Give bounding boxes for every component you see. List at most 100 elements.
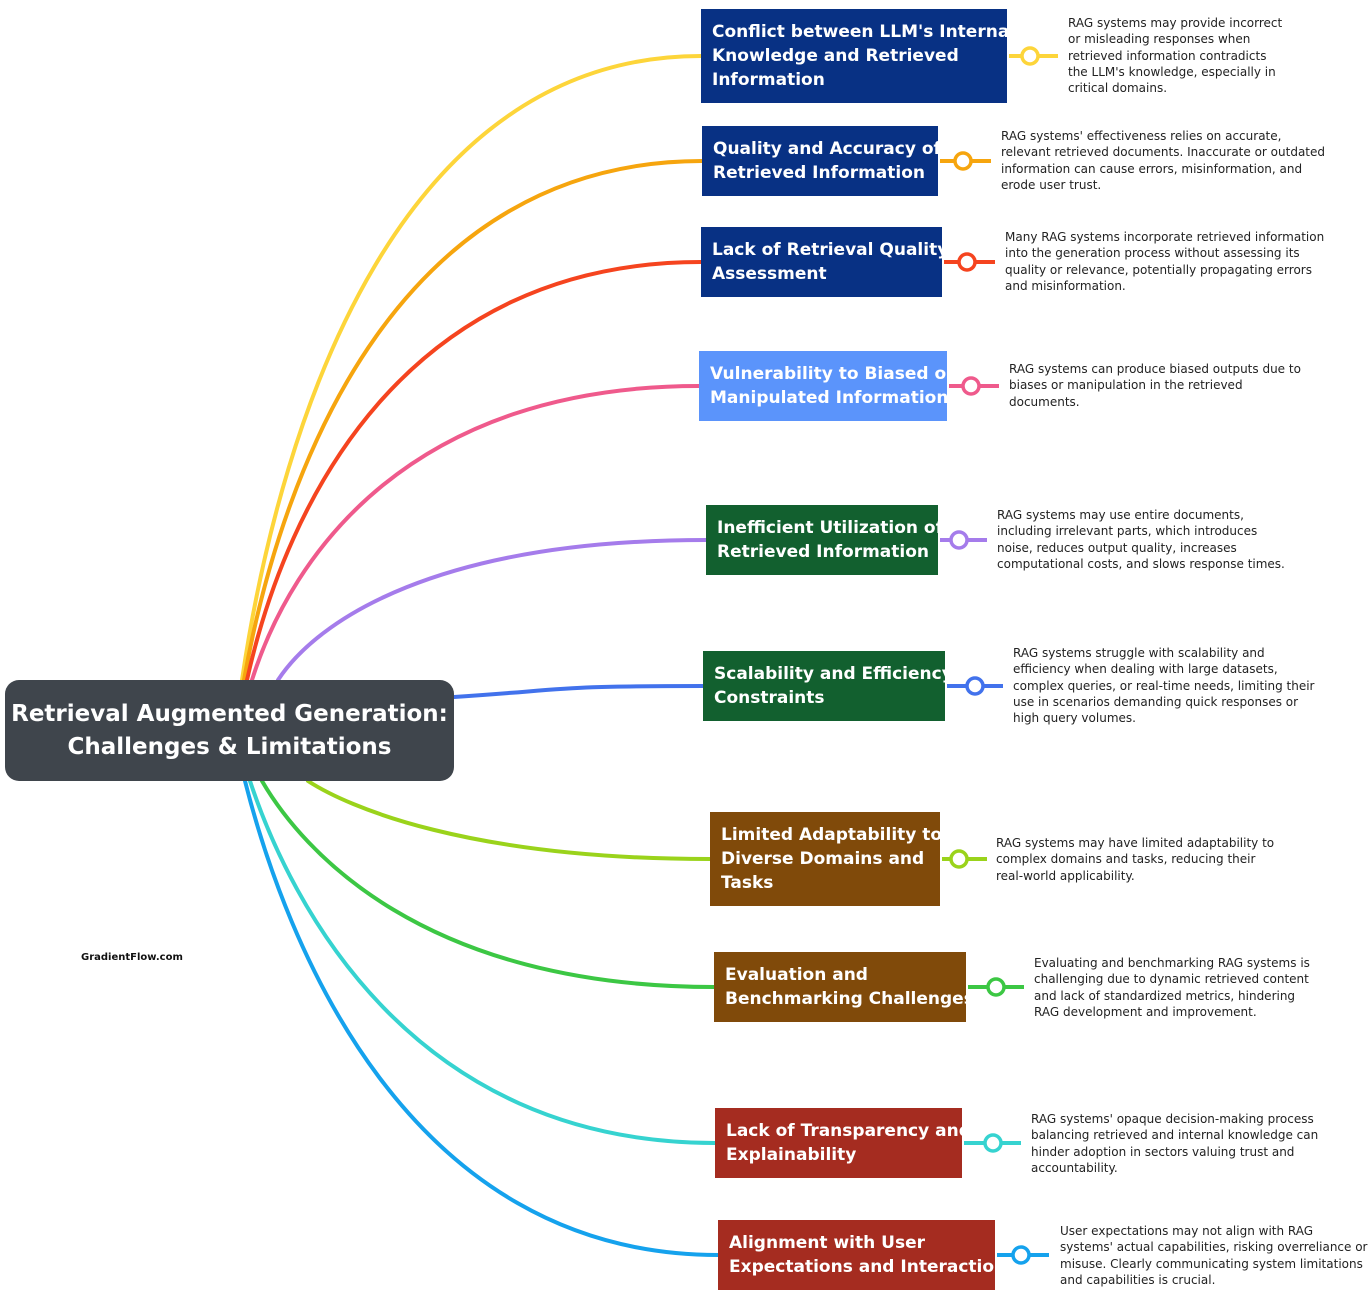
description-line: balancing retrieved and internal knowled… [1031,1128,1319,1143]
description-line: or misleading responses when [1068,32,1251,47]
description-line: Many RAG systems incorporate retrieved i… [1005,230,1325,244]
branch-node-limited-adaptability-to-diverse-domains-[interactable]: Limited Adaptability to Diverse Domains a… [710,812,943,906]
description-line: the LLM's knowledge, especially in [1068,64,1276,79]
connector-line [248,779,717,1145]
description-line: quality or relevance, potentially propag… [1005,262,1312,277]
description-line: RAG systems may use entire documents, [997,508,1244,522]
description-line: information can cause errors, misinforma… [1001,161,1303,176]
root-title-line-1: Retrieval Augmented Generation: [11,700,448,727]
description-line: RAG systems' effectiveness relies on acc… [1001,129,1282,143]
description-line: RAG systems may provide incorrect [1068,16,1283,30]
description-line: use in scenarios demanding quick respons… [1013,694,1299,709]
branch-title-line: Expectations and Interaction [729,1257,1007,1277]
branch-title-line: Alignment with User [729,1233,925,1253]
collapse-toggle-icon[interactable] [953,151,973,171]
description-line: critical domains. [1068,81,1168,96]
description-line: including irrelevant parts, which introd… [997,524,1258,539]
branch-title-line: Retrieved Information [717,542,929,562]
description-line: and lack of standardized metrics, hinder… [1034,988,1296,1003]
branch-title-line: Quality and Accuracy of [713,139,941,159]
description-line: and misinformation. [1005,278,1126,293]
collapse-toggle-icon[interactable] [957,252,977,272]
branch-description: RAG systems may have limited adaptabilit… [996,835,1274,884]
collapse-toggle-icon[interactable] [965,676,985,696]
description-line: erode user trust. [1001,177,1102,192]
description-line: RAG systems struggle with scalability an… [1013,646,1265,660]
branch-title-line: Assessment [712,264,827,284]
branch-title-line: Retrieved Information [713,163,925,183]
branch-title-line: Evaluation and [725,965,868,985]
collapse-toggle-icon[interactable] [1020,46,1040,66]
branch-description: RAG systems' effectiveness relies on acc… [1001,128,1325,193]
description-line: RAG systems can produce biased outputs d… [1009,362,1301,376]
branch-title-line: Manipulated Information [710,388,949,408]
branch-description: RAG systems struggle with scalability an… [1013,645,1315,726]
branch-description: Many RAG systems incorporate retrieved i… [1005,229,1324,294]
branch-title-line: Inefficient Utilization of [717,518,944,538]
branch-description: User expectations may not align with RAG… [1060,1223,1368,1288]
description-line: RAG development and improvement. [1034,1004,1257,1019]
root-node: Retrieval Augmented Generation: Challeng… [5,680,454,781]
description-line: misuse. Clearly communicating system lim… [1060,1256,1363,1271]
collapse-toggle-icon[interactable] [949,849,969,869]
description-line: computational costs, and slows response … [997,556,1285,571]
description-line: complex queries, or real-time needs, lim… [1013,678,1315,693]
description-line: complex domains and tasks, reducing thei… [996,852,1256,867]
connector-line [240,54,703,682]
connector-line [243,779,720,1257]
collapse-toggle-icon[interactable] [1011,1245,1031,1265]
collapse-toggle-icon[interactable] [949,530,969,550]
description-line: biases or manipulation in the retrieved [1009,378,1243,393]
credit-text: GradientFlow.com [81,952,183,963]
branch-title-line: Explainability [726,1145,857,1165]
branch-node-vulnerability-to-biased-or-manipulated-i[interactable]: Vulnerability to Biased or Manipulated In… [699,351,955,421]
description-line: accountability. [1031,1160,1118,1175]
root-title-line-2: Challenges & Limitations [67,733,392,760]
branch-title-line: Lack of Transparency and [726,1121,971,1141]
collapse-toggle-icon[interactable] [983,1133,1003,1153]
description-line: hinder adoption in sectors valuing trust… [1031,1144,1295,1159]
branch-title-line: Knowledge and Retrieved [712,46,959,66]
connector-line [452,684,705,699]
connector-line [260,779,716,989]
branch-title-line: Information [712,70,825,90]
branch-node-quality-and-accuracy-of-retrieved-inform[interactable]: Quality and Accuracy of Retrieved Informa… [702,126,941,196]
collapse-toggle-icon[interactable] [961,376,981,396]
connector-line [276,538,708,682]
collapse-toggle-icon[interactable] [986,977,1006,997]
branch-title-line: Conflict between LLM's Internal [712,22,1016,42]
branch-title-line: Diverse Domains and [721,849,925,869]
branch-title-line: Lack of Retrieval Quality [712,240,949,260]
branch-title-line: Tasks [721,873,774,893]
description-line: noise, reduces output quality, increases [997,540,1237,555]
description-line: and capabilities is crucial. [1060,1272,1216,1287]
branch-title-line: Limited Adaptability to [721,825,943,845]
branch-node-inefficient-utilization-of-retrieved-inf[interactable]: Inefficient Utilization of Retrieved Info… [706,505,944,575]
description-line: systems' actual capabilities, risking ov… [1060,1240,1368,1255]
description-line: retrieved information contradicts [1068,48,1267,63]
description-line: RAG systems' opaque decision-making proc… [1031,1112,1314,1126]
connector-line [242,159,704,682]
description-line: RAG systems may have limited adaptabilit… [996,836,1275,850]
branch-description: RAG systems may use entire documents, inc… [997,507,1285,572]
description-line: relevant retrieved documents. Inaccurate… [1001,145,1326,160]
branch-title-line: Vulnerability to Biased or [710,364,955,384]
connector-line [245,260,703,682]
description-line: challenging due to dynamic retrieved con… [1034,972,1309,987]
description-line: high query volumes. [1013,711,1136,726]
description-line: User expectations may not align with RAG [1060,1224,1314,1238]
branch-description: RAG systems' opaque decision-making proc… [1031,1111,1318,1176]
description-line: real-world applicability. [996,868,1135,883]
description-line: documents. [1009,394,1080,409]
branch-description: Evaluating and benchmarking RAG systems … [1034,955,1310,1020]
branch-description: RAG systems may provide incorrect or misl… [1068,15,1282,96]
connector-line [250,384,701,682]
branch-description: RAG systems can produce biased outputs d… [1009,361,1301,410]
